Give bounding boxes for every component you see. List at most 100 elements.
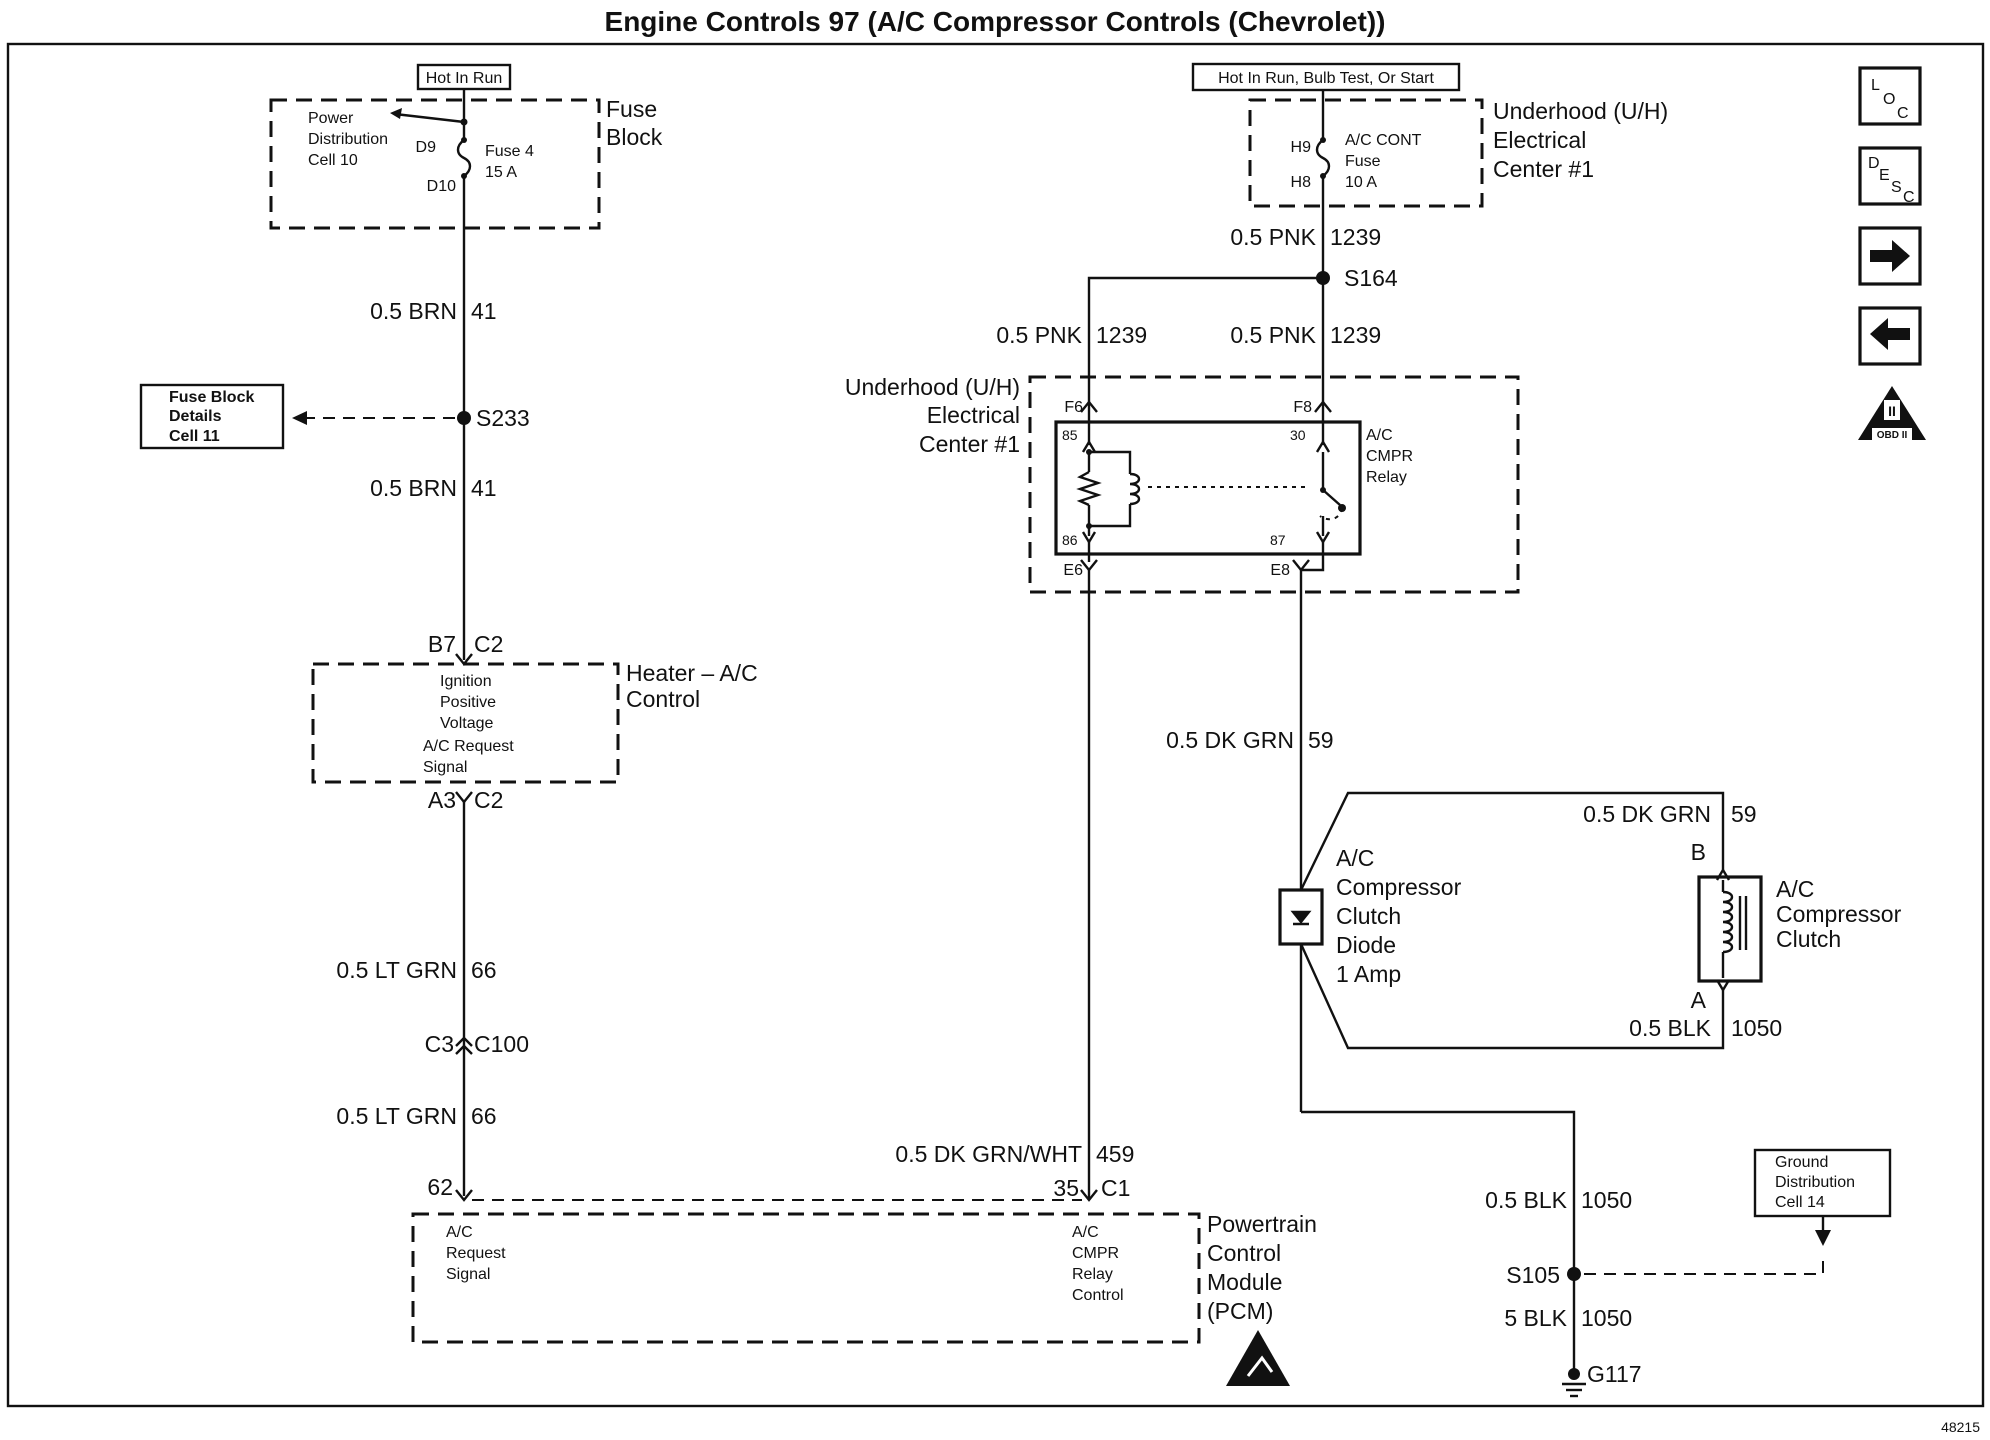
svg-text:A/C Request: A/C Request [423,738,514,755]
svg-text:A/C: A/C [446,1224,473,1241]
svg-text:Clutch: Clutch [1776,926,1841,952]
svg-text:A/C CONT: A/C CONT [1345,132,1422,149]
svg-text:0.5 LT GRN: 0.5 LT GRN [336,957,457,983]
svg-text:Request: Request [446,1245,506,1262]
svg-text:H9: H9 [1291,139,1312,156]
svg-text:85: 85 [1062,427,1078,443]
svg-text:B: B [1691,839,1706,865]
svg-text:459: 459 [1096,1141,1134,1167]
svg-text:0.5 DK GRN/WHT: 0.5 DK GRN/WHT [895,1141,1082,1167]
ac-cont-fuse-icon [1315,139,1331,177]
svg-text:B7: B7 [428,631,456,657]
svg-text:Electrical: Electrical [927,402,1020,428]
svg-text:Electrical: Electrical [1493,127,1586,153]
svg-text:Control: Control [1072,1287,1124,1304]
svg-text:5 BLK: 5 BLK [1504,1305,1567,1331]
relay-switch-icon [1322,489,1341,506]
svg-text:1 Amp: 1 Amp [1336,961,1401,987]
ground-g117-icon [1562,1368,1586,1398]
hot-in-run-bulb-test-label-box [1191,62,1461,92]
desc-button[interactable]: D E S C [1858,146,1922,206]
svg-text:O: O [1883,91,1895,108]
svg-text:A/C: A/C [1366,427,1393,444]
svg-text:E8: E8 [1270,562,1290,579]
svg-text:86: 86 [1062,532,1078,548]
page-title: Engine Controls 97 (A/C Compressor Contr… [605,6,1386,37]
splice-s233 [457,411,471,425]
svg-text:F6: F6 [1064,399,1083,416]
svg-text:S233: S233 [476,405,530,431]
hot-in-run-label: Hot In Run [426,70,502,87]
svg-text:L: L [1871,77,1880,94]
svg-text:Compressor: Compressor [1336,874,1462,900]
prev-page-button[interactable] [1858,306,1922,366]
svg-text:Cell 10: Cell 10 [308,152,358,169]
svg-text:S: S [1891,179,1902,196]
svg-text:Cell 11: Cell 11 [169,428,220,445]
svg-text:1050: 1050 [1581,1187,1632,1213]
ground-distribution-ref[interactable] [1753,1148,1892,1218]
svg-text:Powertrain: Powertrain [1207,1211,1317,1237]
svg-text:Heater – A/C: Heater – A/C [626,660,758,686]
svg-text:D10: D10 [427,178,456,195]
svg-text:1239: 1239 [1330,224,1381,250]
svg-text:Center #1: Center #1 [1493,156,1594,182]
svg-text:Distribution: Distribution [1775,1174,1855,1191]
svg-text:Ground: Ground [1775,1154,1828,1171]
splice-s105 [1567,1267,1581,1281]
svg-text:0.5 BRN: 0.5 BRN [370,475,457,501]
ac-compressor-clutch [1697,875,1763,983]
svg-text:62: 62 [427,1174,453,1200]
svg-text:CMPR: CMPR [1072,1245,1119,1262]
svg-text:Details: Details [169,408,222,425]
s105-reference-line [1584,1260,1824,1275]
svg-text:Relay: Relay [1072,1266,1113,1283]
svg-text:S105: S105 [1506,1262,1560,1288]
svg-text:15 A: 15 A [485,164,517,181]
svg-text:S164: S164 [1344,265,1398,291]
svg-text:1050: 1050 [1581,1305,1632,1331]
next-page-button[interactable] [1858,226,1922,286]
svg-text:0.5 PNK: 0.5 PNK [1230,224,1316,250]
svg-text:35: 35 [1053,1175,1079,1201]
svg-text:CMPR: CMPR [1366,448,1413,465]
esd-sensitive-icon [1226,1330,1290,1386]
svg-text:Underhood (U/H): Underhood (U/H) [1493,98,1668,124]
loc-button[interactable]: L O C [1858,66,1922,126]
svg-text:F8: F8 [1293,399,1312,416]
svg-text:Cell 14: Cell 14 [1775,1194,1825,1211]
clutch-coil-icon [1722,890,1734,954]
svg-text:C3: C3 [425,1031,454,1057]
svg-text:87: 87 [1270,532,1286,548]
arrow-left-icon [1870,318,1910,350]
svg-text:Control: Control [1207,1240,1281,1266]
svg-text:Relay: Relay [1366,469,1407,486]
fuse-block-details-ref[interactable] [139,383,285,450]
svg-text:A3: A3 [428,787,456,813]
svg-text:0.5 BLK: 0.5 BLK [1629,1015,1711,1041]
relay-coil-icon [1129,472,1141,506]
svg-text:0.5 PNK: 0.5 PNK [996,322,1082,348]
svg-text:0.5 BRN: 0.5 BRN [370,298,457,324]
svg-text:A/C: A/C [1776,876,1814,902]
svg-text:OBD II: OBD II [1877,430,1908,441]
diagram-border [6,42,1985,1408]
arrow-right-icon [1870,240,1910,272]
svg-text:C: C [1897,105,1909,122]
uh-electrical-center-fuse [1248,98,1484,208]
wire-blk-1050 [1301,1110,1576,1374]
svg-text:41: 41 [471,298,497,324]
svg-text:II: II [1888,403,1896,419]
svg-text:A/C: A/C [1072,1224,1099,1241]
svg-text:41: 41 [471,475,497,501]
svg-text:A: A [1691,987,1707,1013]
relay-resistor-icon [1076,470,1102,507]
svg-text:1239: 1239 [1096,322,1147,348]
svg-text:66: 66 [471,957,497,983]
svg-text:0.5 BLK: 0.5 BLK [1485,1187,1567,1213]
ground-g117-label: G117 [1587,1361,1642,1387]
svg-text:1050: 1050 [1731,1015,1782,1041]
svg-text:C: C [1903,189,1915,206]
svg-text:E6: E6 [1063,562,1083,579]
svg-text:Signal: Signal [423,759,467,776]
